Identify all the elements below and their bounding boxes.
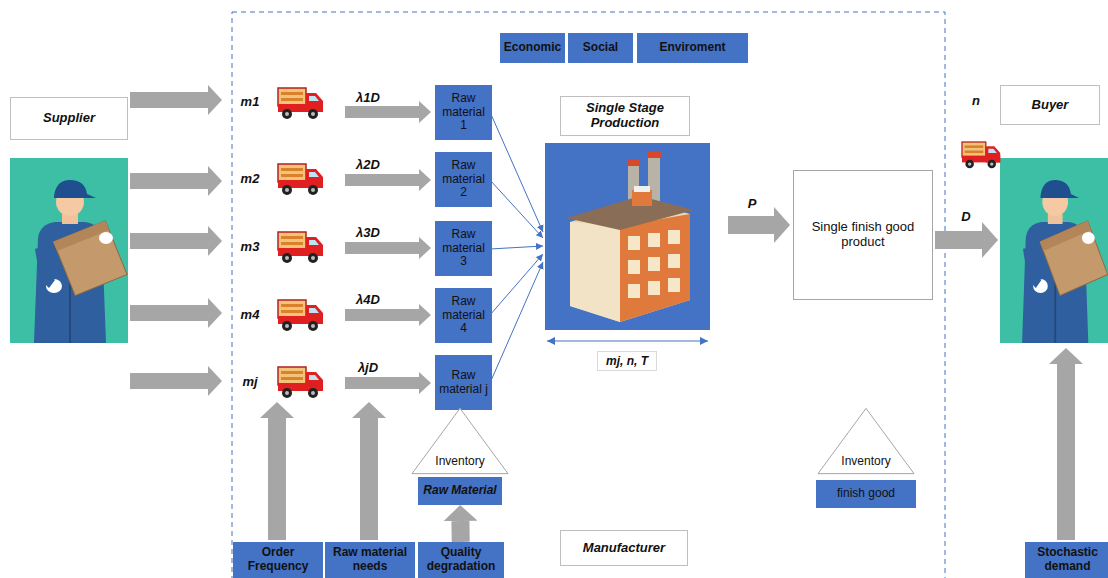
variable-label: λ1D bbox=[356, 90, 380, 105]
product-box: Single finish good product bbox=[793, 170, 933, 300]
actor-box: Supplier bbox=[10, 97, 128, 140]
node-text: Stochastic demand bbox=[1028, 546, 1107, 574]
role-box: Manufacturer bbox=[560, 530, 688, 566]
factor-box: Quality degradation bbox=[418, 542, 504, 578]
factory-window bbox=[648, 281, 660, 295]
block-arrow bbox=[1049, 348, 1083, 540]
node-text: Raw material needs bbox=[328, 546, 412, 574]
node-text: Quality degradation bbox=[421, 546, 501, 574]
block-arrow bbox=[728, 207, 790, 243]
block-arrow bbox=[352, 402, 386, 540]
node-text: Economic bbox=[504, 41, 561, 55]
node-text: Manufacturer bbox=[583, 541, 665, 556]
node-text: Raw Material bbox=[423, 484, 496, 498]
factor-box: Raw material needs bbox=[325, 542, 415, 578]
node-text: Raw material 4 bbox=[438, 295, 489, 336]
factory-window bbox=[628, 236, 640, 250]
raw-material-box: Raw material 2 bbox=[435, 152, 492, 207]
variable-label: m1 bbox=[241, 94, 260, 109]
node-text: Supplier bbox=[43, 111, 95, 126]
block-arrow bbox=[260, 402, 294, 540]
node-text: Order Frequency bbox=[236, 546, 320, 574]
factor-box: Stochastic demand bbox=[1025, 542, 1108, 578]
node-text: Raw material 1 bbox=[438, 92, 489, 133]
process-box: Single Stage Production bbox=[560, 96, 690, 136]
node-text: Buyer bbox=[1032, 98, 1069, 113]
node-text: Enviroment bbox=[659, 41, 725, 55]
raw-material-box: Raw material 1 bbox=[435, 85, 492, 140]
node-text: Single finish good product bbox=[797, 220, 929, 250]
factory-window bbox=[628, 284, 640, 298]
raw-material-box: Raw material j bbox=[435, 355, 492, 410]
raw-material-box: Raw material 3 bbox=[435, 221, 492, 276]
node-text: Inventory bbox=[841, 455, 890, 469]
block-arrow bbox=[130, 85, 222, 115]
node-text: Raw material j bbox=[438, 369, 489, 397]
variable-label: mj, n, T bbox=[597, 351, 657, 371]
variable-label: m2 bbox=[241, 171, 260, 186]
criteria-box: Social bbox=[568, 33, 633, 63]
factory-window bbox=[648, 257, 660, 271]
block-arrow bbox=[130, 166, 222, 196]
inventory-triangle: Inventory bbox=[816, 407, 916, 475]
variable-label: λjD bbox=[358, 360, 378, 375]
block-arrow bbox=[345, 169, 431, 191]
block-arrow bbox=[345, 372, 431, 394]
variable-label: m3 bbox=[241, 239, 260, 254]
criteria-box: Economic bbox=[500, 33, 565, 63]
variable-label: mj bbox=[242, 374, 257, 389]
node-text: Inventory bbox=[435, 455, 484, 469]
variable-label: λ4D bbox=[356, 292, 380, 307]
block-arrow bbox=[130, 298, 222, 328]
block-arrow bbox=[935, 222, 998, 258]
node-text: Raw material 3 bbox=[438, 228, 489, 269]
variable-label: λ3D bbox=[356, 225, 380, 240]
node-text: Social bbox=[583, 41, 618, 55]
actor-box: Buyer bbox=[1000, 85, 1100, 125]
factory-window bbox=[628, 260, 640, 274]
factory-window bbox=[648, 233, 660, 247]
block-arrow bbox=[345, 304, 431, 326]
raw-material-box: Raw material 4 bbox=[435, 288, 492, 343]
block-arrow bbox=[130, 366, 222, 396]
variable-label: m4 bbox=[241, 307, 260, 322]
block-arrow bbox=[130, 226, 222, 256]
node-text: finish good bbox=[837, 487, 895, 501]
factory-window bbox=[668, 278, 680, 292]
node-text: Single Stage Production bbox=[564, 101, 686, 131]
variable-label: D bbox=[961, 209, 970, 224]
inventory-triangle: Inventory bbox=[410, 407, 510, 475]
inventory-box: finish good bbox=[816, 480, 916, 508]
variable-label: n bbox=[972, 93, 980, 108]
variable-label: λ2D bbox=[356, 157, 380, 172]
inventory-box: Raw Material bbox=[418, 477, 502, 505]
factory-window bbox=[668, 230, 680, 244]
variable-label: P bbox=[748, 196, 757, 211]
flow-arrow bbox=[451, 521, 469, 542]
node-text: Raw material 2 bbox=[438, 159, 489, 200]
block-arrow bbox=[345, 237, 431, 259]
factory-window bbox=[668, 254, 680, 268]
criteria-box: Enviroment bbox=[637, 33, 748, 63]
factor-box: Order Frequency bbox=[233, 542, 323, 578]
